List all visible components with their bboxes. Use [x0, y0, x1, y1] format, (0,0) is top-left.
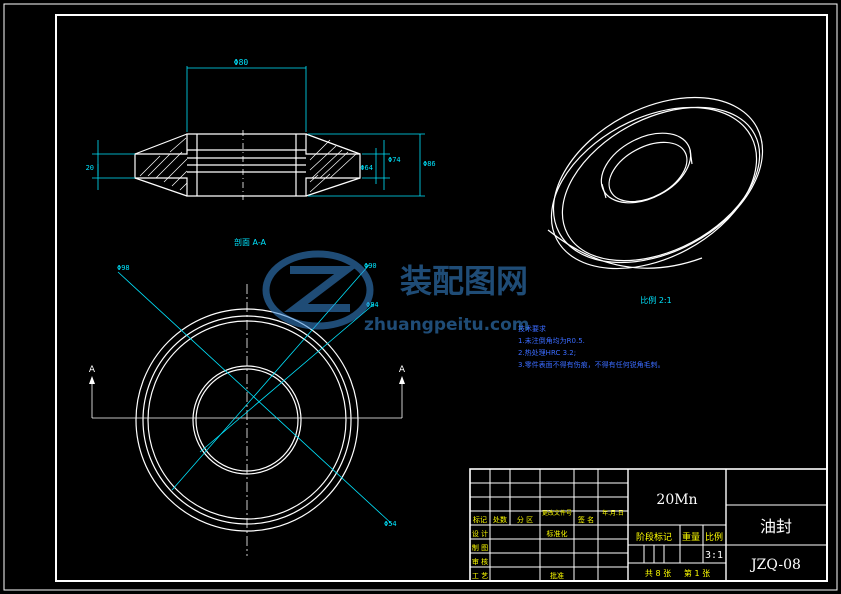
watermark-logo — [262, 250, 374, 330]
section-dimensions — [92, 66, 425, 197]
section-label: 剖面 A-A — [234, 237, 267, 247]
note-1: 1.未注倒角均为R0.5. — [518, 336, 585, 345]
note-2: 2.热处理HRC 3.2; — [518, 348, 576, 357]
plan-dimensions — [117, 264, 393, 525]
dim-plan-d4: Φ54 — [384, 520, 397, 528]
rev-header-zone: 分 区 — [517, 515, 533, 524]
section-hatching — [139, 137, 357, 193]
section-marker-left: A — [89, 365, 96, 375]
rev-header-mark: 标记 — [473, 515, 487, 524]
stage-mark-label: 阶段标记 — [636, 531, 672, 543]
section-left-flange — [134, 133, 188, 197]
rev-header-sign: 签 名 — [578, 515, 594, 524]
watermark-brand-url: zhuangpeitu.com — [364, 315, 530, 335]
standardize-label: 标准化 — [547, 529, 568, 538]
total-sheets: 共 8 张 — [645, 569, 671, 578]
dim-plan-d1: Φ98 — [117, 264, 130, 272]
scale-label: 比例 2:1 — [640, 295, 671, 305]
rev-header-count: 处数 — [493, 515, 507, 524]
isometric-view — [547, 96, 764, 270]
plan-centerlines — [91, 284, 403, 556]
sheet-number: 第 1 张 — [684, 568, 710, 578]
dim-left-small: 20 — [86, 164, 94, 172]
note-3: 3.零件表面不得有伤痕，不得有任何锐角毛刺。 — [518, 360, 665, 369]
part-name: 油封 — [760, 517, 792, 536]
plan-arrows — [89, 376, 405, 384]
weight-label: 重量 — [682, 531, 700, 543]
ratio-label: 比例 — [705, 531, 723, 543]
role-draw: 制 图 — [472, 543, 488, 552]
section-right-flange — [305, 133, 361, 197]
title-block — [469, 468, 828, 582]
watermark: 装配图网 zhuangpeitu.com — [262, 250, 530, 335]
rev-header-docno: 更改文件号 — [542, 509, 572, 517]
role-review: 审 核 — [472, 557, 488, 566]
drawing-number: JZQ-08 — [749, 557, 801, 573]
section-view — [134, 130, 361, 200]
notes-title: 技术要求 — [518, 324, 546, 333]
role-process: 工 艺 — [472, 572, 488, 580]
approve-label: 批准 — [550, 571, 564, 580]
rev-header-date: 年.月.日 — [602, 509, 624, 517]
role-design: 设 计 — [472, 529, 488, 538]
scale-value: 3:1 — [705, 550, 723, 561]
inner-drawing-frame — [55, 14, 828, 582]
section-marker-right: A — [399, 365, 406, 375]
dim-plan-d3: Φ84 — [366, 301, 379, 309]
watermark-brand-cn: 装配图网 — [400, 262, 528, 300]
material: 20Mn — [656, 492, 697, 508]
dim-top-width: Φ80 — [234, 58, 249, 67]
outer-sheet-border — [3, 3, 838, 591]
dim-right-mid: Φ74 — [388, 156, 401, 164]
dim-plan-d2: Φ90 — [364, 262, 377, 270]
dim-right-outer: Φ86 — [423, 160, 436, 168]
dim-right-inner: Φ64 — [360, 164, 373, 172]
